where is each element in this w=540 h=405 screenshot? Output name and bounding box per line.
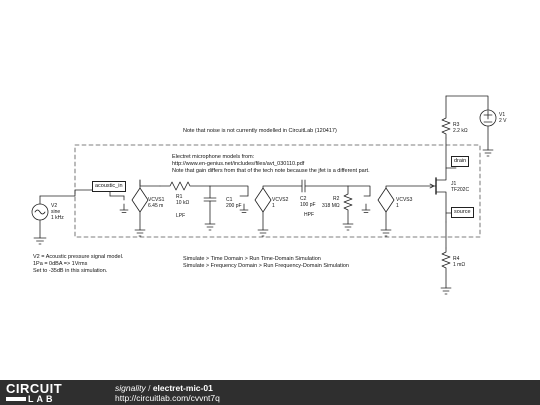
schematic-drawing: [31, 95, 497, 295]
v2-type: sine: [51, 209, 61, 215]
author-link[interactable]: signality: [115, 383, 146, 393]
vcvs1-diamond: [131, 187, 149, 213]
wire-vcvs1-out: [139, 179, 161, 187]
ground-icon: [380, 229, 392, 237]
sim-time-domain-instruction: Simulate > Time Domain > Run Time-Domain…: [183, 256, 321, 262]
r3-value: 2.2 kΩ: [453, 128, 468, 134]
r1-value: 10 kΩ: [176, 200, 190, 206]
ground-icon: [257, 229, 269, 237]
wire-acoustic-in: [39, 189, 93, 197]
lpf-label: LPF: [176, 213, 186, 219]
r1-name: R1: [176, 194, 183, 200]
plus-minus-icon: [483, 110, 493, 123]
sine-icon: [34, 209, 46, 215]
v2-name: V2: [51, 203, 58, 209]
j1-drain-lead: [435, 167, 447, 181]
net-label-acoustic-in: acoustic_in: [92, 181, 126, 192]
c1-value: 200 pF: [226, 203, 242, 209]
j1-name: J1: [451, 181, 457, 187]
mic-model-note-line1: Electret microphone models from:: [172, 154, 255, 160]
r4-value: 1 mΩ: [453, 262, 466, 268]
wire-supply-top: [445, 95, 489, 111]
c1-name: C1: [226, 197, 233, 203]
j1-source-lead: [435, 191, 447, 223]
vcvs1-value: 6.45 m: [148, 203, 164, 209]
credit-separator: /: [145, 383, 153, 393]
circuitlab-logo[interactable]: CIRCUIT LAB: [6, 382, 84, 404]
net-label-drain: drain: [451, 156, 470, 167]
v2-note-line3: Set to -35dB in this simulation.: [33, 268, 108, 274]
ground-icon: [342, 223, 354, 231]
j1-value: TF202C: [451, 187, 470, 193]
vcvs3-name: VCVS3: [396, 197, 413, 203]
ground-icon: [440, 287, 452, 295]
r3-resistor: [441, 95, 451, 139]
microphone-model-boundary: [74, 144, 481, 238]
logo-word-lab: LAB: [28, 394, 56, 404]
ground-icon: [204, 223, 216, 231]
sim-frequency-domain-instruction: Simulate > Frequency Domain > Run Freque…: [183, 263, 349, 269]
vcvs1-name: VCVS1: [148, 197, 165, 203]
wire-to-vcvs3: [347, 185, 371, 197]
circuit-title-link[interactable]: electret-mic-01: [152, 383, 213, 393]
v2-note-line2: 1Pa = 0dBA => 1Vrms: [33, 261, 88, 267]
r4-name: R4: [453, 256, 460, 262]
noise-note: Note that noise is not currently modelle…: [183, 128, 337, 134]
r2-value: 318 MΩ: [322, 203, 340, 209]
circuit-credit: signality / electret-mic-01: [115, 383, 213, 393]
j1-gate-arrow: [429, 183, 435, 189]
v1-name: V1: [499, 112, 506, 118]
vcvs3-value: 1: [396, 203, 399, 209]
r4-resistor: [441, 247, 451, 289]
r2-resistor: [343, 185, 353, 225]
footer-bar: CIRCUIT LAB signality / electret-mic-01 …: [0, 380, 540, 405]
logo-word-circuit: CIRCUIT: [6, 381, 63, 396]
c2-name: C2: [300, 196, 307, 202]
logo-bar: [6, 397, 26, 401]
wire-vcvs3-out-gate: [385, 185, 437, 189]
r3-name: R3: [453, 122, 460, 128]
vcvs2-name: VCVS2: [272, 197, 289, 203]
v1-value: 2 V: [499, 118, 507, 124]
ground-icon: [482, 149, 494, 157]
mic-model-note-line3: Note that gain differs from that of the …: [172, 168, 370, 174]
vcvs2-diamond: [254, 187, 272, 213]
r2-name: R2: [333, 196, 340, 202]
schematic-canvas: Note that noise is not currently modelle…: [31, 95, 507, 295]
v2-note-line1: V2 = Acoustic pressure signal model.: [33, 254, 124, 260]
circuit-url-link[interactable]: http://circuitlab.com/cvvnt7q: [115, 393, 220, 403]
mic-model-note-url: http://www.en-genius.net/includes/files/…: [172, 161, 305, 167]
vcvs3-diamond: [377, 187, 395, 213]
r1-resistor: [159, 181, 211, 191]
net-label-source: source: [451, 207, 474, 218]
hpf-label: HPF: [304, 212, 314, 218]
wire-to-vcvs2: [209, 185, 249, 197]
vcvs2-value: 1: [272, 203, 275, 209]
ground-icon: [134, 229, 146, 237]
wire-vcvs2-out: [262, 185, 303, 189]
c2-value: 100 pF: [300, 202, 316, 208]
v2-value: 1 kHz: [51, 215, 64, 221]
ground-icon: [33, 237, 47, 245]
